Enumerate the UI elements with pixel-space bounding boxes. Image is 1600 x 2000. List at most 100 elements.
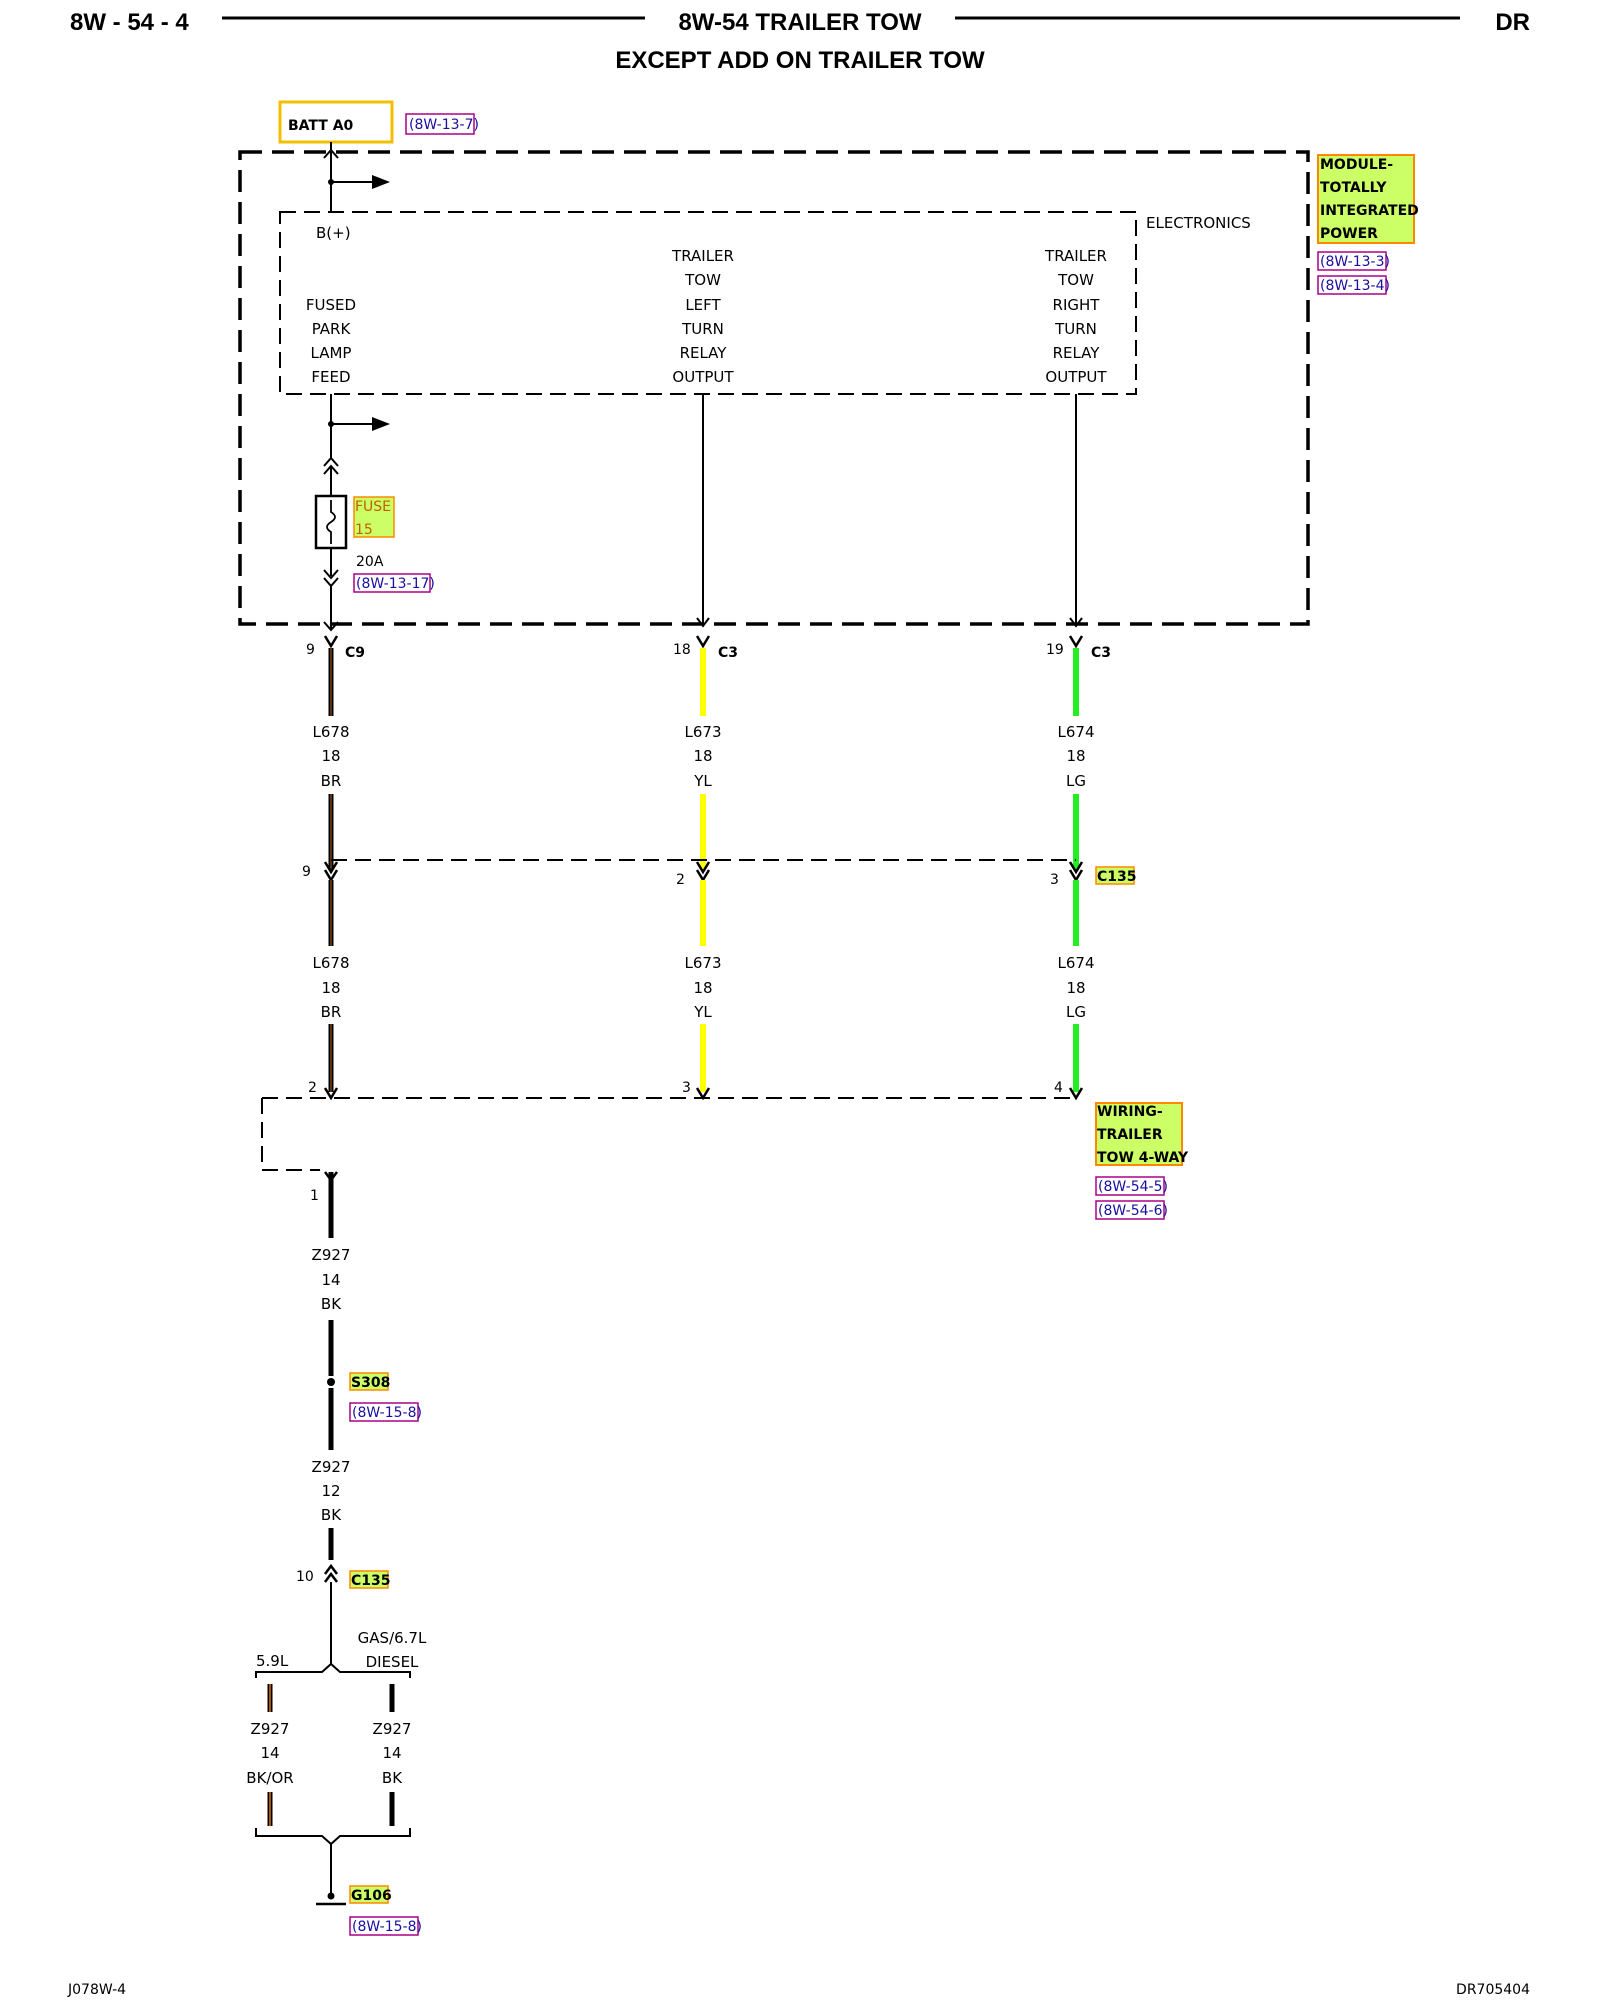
wire-l673-circuit: L673 bbox=[685, 723, 722, 741]
wire-l674-circuit: L674 bbox=[1058, 723, 1095, 741]
ground-wire-2-label: Z927 12 BK bbox=[312, 1458, 351, 1524]
ground-name: G106 bbox=[351, 1888, 392, 1904]
left-output-line bbox=[696, 394, 710, 628]
footer-right-code: DR705404 bbox=[1456, 1982, 1530, 1998]
branch-wire-left-label: Z927 14 BK/OR bbox=[246, 1720, 293, 1787]
battery-ref-text: (8W-13-7) bbox=[409, 117, 479, 133]
fuse-ref[interactable]: (8W-13-17) bbox=[353, 573, 435, 593]
module-name-line-1: MODULE- bbox=[1320, 157, 1393, 173]
wire-l678-lower-color: BR bbox=[321, 1003, 342, 1021]
page-title: 8W-54 TRAILER TOW bbox=[678, 9, 921, 36]
right-line-1: TRAILER bbox=[1044, 247, 1107, 265]
branch-left-circuit: Z927 bbox=[251, 1720, 290, 1738]
trailer-name-line-3: TOW 4-WAY bbox=[1097, 1150, 1189, 1166]
page-header: 8W - 54 - 4 8W-54 TRAILER TOW DR EXCEPT … bbox=[70, 9, 1530, 74]
left-line-1: TRAILER bbox=[671, 247, 734, 265]
c135-pin-1: 9 bbox=[302, 864, 311, 880]
feed-line-4: FEED bbox=[311, 368, 350, 386]
right-output-line bbox=[1069, 394, 1083, 628]
trailer-ref-2[interactable]: (8W-54-6) bbox=[1095, 1200, 1168, 1220]
left-line-6: OUTPUT bbox=[672, 368, 734, 386]
feed-line-3: LAMP bbox=[311, 344, 352, 362]
splice-name: S308 bbox=[351, 1375, 390, 1391]
bplus-label: B(+) bbox=[316, 224, 351, 242]
wire-l678-lower-label: L678 18 BR bbox=[313, 954, 350, 1021]
module-name-line-3: INTEGRATED bbox=[1320, 203, 1419, 219]
module-ref-1-text: (8W-13-3) bbox=[1320, 254, 1390, 270]
c3-right-pin: 19 bbox=[1046, 642, 1064, 658]
wire-l674-upper-label: L674 18 LG bbox=[1058, 723, 1095, 790]
branch-right-label-1: GAS/6.7L bbox=[358, 1629, 427, 1647]
fuse-label: FUSE 15 20A bbox=[353, 496, 395, 570]
left-turn-pin-label: TRAILER TOW LEFT TURN RELAY OUTPUT bbox=[671, 247, 734, 386]
left-line-4: TURN bbox=[681, 320, 724, 338]
branch-right-label-2: DIESEL bbox=[366, 1653, 419, 1671]
right-line-6: OUTPUT bbox=[1045, 368, 1107, 386]
wire-l673-lower-circuit: L673 bbox=[685, 954, 722, 972]
connector-c135-lower[interactable]: 10 C135 bbox=[296, 1563, 391, 1589]
module-ref-1[interactable]: (8W-13-3) bbox=[1317, 251, 1390, 271]
splice-s308[interactable]: S308 bbox=[327, 1372, 390, 1391]
ground-wire-2-color: BK bbox=[321, 1506, 342, 1524]
wire-l673-color: YL bbox=[693, 772, 712, 790]
wire-l673-gauge: 18 bbox=[693, 747, 712, 765]
connector-c9[interactable]: 9 C9 bbox=[306, 635, 365, 661]
branch-left-label: 5.9L bbox=[256, 1652, 289, 1670]
ground-wire-1-color: BK bbox=[321, 1295, 342, 1313]
feed-arrow-icon bbox=[372, 417, 390, 431]
fuse-rating: 20A bbox=[356, 554, 384, 570]
fuse-name: FUSE bbox=[355, 499, 391, 515]
wire-l674-color: LG bbox=[1066, 772, 1086, 790]
battery-name: BATT A0 bbox=[288, 118, 354, 134]
connector-c3-right[interactable]: 19 C3 bbox=[1046, 635, 1111, 661]
ground-ref[interactable]: (8W-15-8) bbox=[349, 1916, 422, 1936]
splice-dot-icon bbox=[327, 1378, 335, 1386]
ground-wire-1-label: Z927 14 BK bbox=[312, 1246, 351, 1313]
right-turn-pin-label: TRAILER TOW RIGHT TURN RELAY OUTPUT bbox=[1044, 247, 1107, 386]
ground-g106[interactable]: G106 bbox=[316, 1885, 392, 1906]
electronics-label: ELECTRONICS bbox=[1146, 214, 1251, 232]
wire-l678-circuit: L678 bbox=[313, 723, 350, 741]
trailer-ref-2-text: (8W-54-6) bbox=[1098, 1203, 1168, 1219]
branch-right-gauge: 14 bbox=[382, 1744, 401, 1762]
module-ref-2[interactable]: (8W-13-4) bbox=[1317, 275, 1390, 295]
splice-ref[interactable]: (8W-15-8) bbox=[349, 1402, 422, 1422]
branch-right-color: BK bbox=[382, 1769, 403, 1787]
branch-wire-right-label: Z927 14 BK bbox=[373, 1720, 412, 1787]
c135-lower-name: C135 bbox=[351, 1573, 391, 1589]
module-name-label: MODULE- TOTALLY INTEGRATED POWER bbox=[1317, 154, 1419, 244]
battery-ref[interactable]: (8W-13-7) bbox=[405, 113, 479, 135]
wire-l674-lower-label: L674 18 LG bbox=[1058, 954, 1095, 1021]
splice-ref-text: (8W-15-8) bbox=[352, 1405, 422, 1421]
connector-c3-left[interactable]: 18 C3 bbox=[673, 635, 738, 661]
feed-line-1: FUSED bbox=[306, 296, 356, 314]
wire-l673-lower-gauge: 18 bbox=[693, 979, 712, 997]
trailer-pin-2: 2 bbox=[308, 1080, 317, 1096]
c3-left-pin: 18 bbox=[673, 642, 691, 658]
bplus-arrow-icon bbox=[372, 175, 390, 189]
fuse-number: 15 bbox=[355, 522, 373, 538]
ground-wire-2-gauge: 12 bbox=[321, 1482, 340, 1500]
left-line-5: RELAY bbox=[680, 344, 728, 362]
c3-left-name: C3 bbox=[718, 645, 738, 661]
wire-l674-gauge: 18 bbox=[1066, 747, 1085, 765]
trailer-wiring-label: WIRING- TRAILER TOW 4-WAY bbox=[1095, 1102, 1189, 1166]
c9-name: C9 bbox=[345, 645, 365, 661]
wire-l673-lower-label: L673 18 YL bbox=[685, 954, 722, 1021]
wire-l673-upper-label: L673 18 YL bbox=[685, 723, 722, 790]
trailer-pin-3: 3 bbox=[682, 1080, 691, 1096]
fuse-circuit bbox=[314, 394, 390, 632]
wire-l674-lower-circuit: L674 bbox=[1058, 954, 1095, 972]
c135-pin-3: 3 bbox=[1050, 872, 1059, 888]
trailer-ref-1[interactable]: (8W-54-5) bbox=[1095, 1176, 1168, 1196]
trailer-tow-connector[interactable]: 2 3 4 1 bbox=[261, 1080, 1084, 1204]
trailer-ref-1-text: (8W-54-5) bbox=[1098, 1179, 1168, 1195]
module-outer-box bbox=[238, 150, 1310, 626]
trailer-name-line-1: WIRING- bbox=[1097, 1104, 1163, 1120]
feed-pin-label: FUSED PARK LAMP FEED bbox=[306, 296, 356, 386]
connector-c135[interactable]: 9 2 3 C135 bbox=[302, 859, 1137, 888]
c135-lower-pin: 10 bbox=[296, 1569, 314, 1585]
feed-line-2: PARK bbox=[312, 320, 352, 338]
ground-wire-2-circuit: Z927 bbox=[312, 1458, 351, 1476]
